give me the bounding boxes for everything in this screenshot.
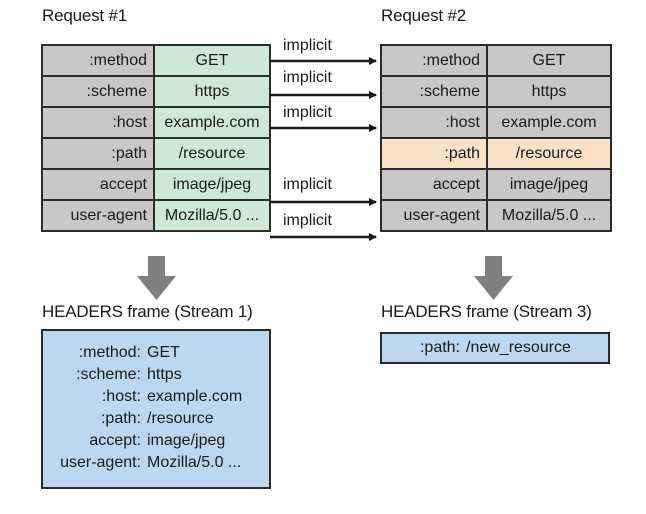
headers-frame-stream1: :method: GET :scheme: https :host: example.…	[41, 329, 271, 489]
frame1-row: :host: example.com	[43, 386, 269, 408]
frame1-row: :path: /resource	[43, 408, 269, 430]
frame1-row: :scheme: https	[43, 364, 269, 386]
implicit-label: implicit	[283, 37, 332, 54]
frame-value: Mozilla/5.0 ...	[147, 454, 242, 471]
implicit-arrow-host: implicit	[270, 104, 377, 132]
request2-row-path-changed: :path/resource	[380, 137, 612, 170]
header-key: user-agent	[380, 199, 488, 232]
frame3-title: HEADERS frame (Stream 3)	[381, 302, 592, 321]
headers-frame-stream3: :path: /new_resource	[380, 332, 610, 364]
header-key: accept	[41, 168, 155, 201]
frame-value: example.com	[147, 388, 243, 405]
frame-value: https	[147, 366, 182, 383]
implicit-label: implicit	[283, 69, 332, 86]
frame-key: :path:	[419, 339, 460, 356]
frame-key: :method:	[78, 344, 141, 361]
header-value: https	[486, 75, 612, 108]
header-value: GET	[486, 44, 612, 77]
header-value: Mozilla/5.0 ...	[153, 199, 271, 232]
header-value: image/jpeg	[486, 168, 612, 201]
header-value: /resource	[486, 137, 612, 170]
request1-title: Request #1	[42, 6, 127, 25]
frame-key: :host:	[101, 388, 141, 405]
request2-title: Request #2	[381, 6, 466, 25]
implicit-label: implicit	[283, 176, 332, 193]
down-arrow-request2	[474, 256, 513, 300]
down-arrow-request1	[137, 256, 176, 300]
frame-key: user-agent:	[60, 454, 141, 471]
frame1-row: accept: image/jpeg	[43, 430, 269, 452]
header-key: accept	[380, 168, 488, 201]
header-key: :scheme	[380, 75, 488, 108]
request1-row-path: :path/resource	[41, 137, 271, 170]
header-key: user-agent	[41, 199, 155, 232]
frame1-row: user-agent: Mozilla/5.0 ...	[43, 452, 269, 474]
frame-value: /resource	[147, 410, 214, 427]
header-value: example.com	[153, 106, 271, 139]
implicit-arrow-user-agent: implicit	[270, 212, 377, 241]
frame3-row: :path: /new_resource	[382, 337, 608, 359]
frame-key: :path:	[100, 410, 141, 427]
frame1-title: HEADERS frame (Stream 1)	[42, 302, 253, 321]
header-key: :path	[41, 137, 155, 170]
frame-value: image/jpeg	[147, 432, 226, 449]
header-value: /resource	[153, 137, 271, 170]
header-key: :scheme	[41, 75, 155, 108]
header-value: GET	[153, 44, 271, 77]
header-key: :path	[380, 137, 488, 170]
implicit-arrow-method: implicit	[270, 37, 377, 65]
header-value: image/jpeg	[153, 168, 271, 201]
frame-value: GET	[147, 344, 180, 361]
header-key: :host	[380, 106, 488, 139]
implicit-label: implicit	[283, 104, 332, 121]
frame-value: /new_resource	[466, 339, 571, 356]
implicit-label: implicit	[283, 212, 332, 229]
frame-key: :scheme:	[76, 366, 141, 383]
header-key: :method	[380, 44, 488, 77]
frame-key: accept:	[89, 432, 141, 449]
header-value: https	[153, 75, 271, 108]
implicit-arrow-accept: implicit	[270, 176, 377, 206]
frame1-row: :method: GET	[43, 342, 269, 364]
header-key: :host	[41, 106, 155, 139]
header-key: :method	[41, 44, 155, 77]
header-value: example.com	[486, 106, 612, 139]
implicit-arrow-scheme: implicit	[270, 69, 377, 99]
header-value: Mozilla/5.0 ...	[486, 199, 612, 232]
